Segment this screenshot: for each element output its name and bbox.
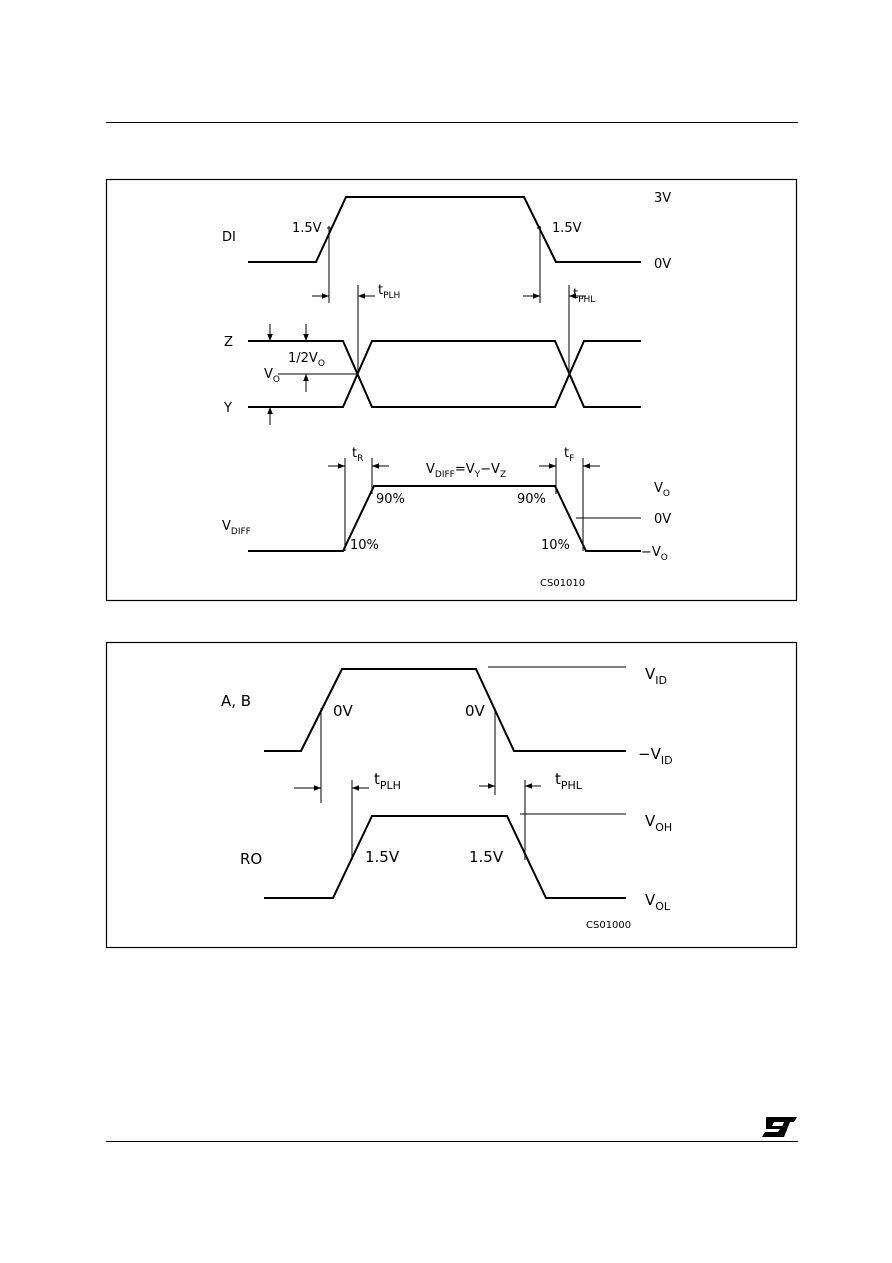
ro-label: RO	[240, 850, 262, 868]
y-label: Y	[223, 401, 232, 416]
ro-waveform	[264, 815, 626, 899]
z-waveform	[248, 340, 641, 408]
vdiff-equation: VDIFF=VY−VZ	[426, 462, 506, 480]
vdiff-label: VDIFF	[222, 519, 251, 537]
zero-left-label: 0V	[333, 702, 354, 720]
vo-right-label: VO	[654, 481, 670, 499]
vo-label: VO	[264, 367, 280, 385]
ab-waveform	[264, 668, 626, 752]
di-mid-label-rise: 1.5V	[292, 221, 322, 236]
di-label: DI	[222, 230, 236, 245]
vol-label: VOL	[645, 891, 671, 913]
half-vo-label: 1/2VO	[288, 351, 325, 369]
di-low-label: 0V	[654, 257, 671, 272]
zero-right-label: 0V	[465, 702, 486, 720]
neg-vo-label: −VO	[641, 545, 668, 563]
figure-driver-timing: DI 1.5V 1.5V 3V 0V tPLH tPHL Z Y 1/2VO V…	[105, 178, 798, 602]
zero-v-label: 0V	[654, 512, 671, 527]
p10-left-label: 10%	[350, 538, 379, 553]
mid-right-label: 1.5V	[469, 848, 504, 866]
figure1-frame	[105, 178, 798, 602]
figure-receiver-timing: A, B 0V 0V VID −VID tPLH tPHL RO 1.5V 1.…	[105, 641, 798, 949]
p10-right-label: 10%	[541, 538, 570, 553]
p90-left-label: 90%	[376, 492, 405, 507]
tphl-label: tPHL	[573, 287, 595, 305]
mid-left-label: 1.5V	[365, 848, 400, 866]
p90-right-label: 90%	[517, 492, 546, 507]
vdiff-waveform	[248, 485, 641, 552]
tphl2-label: tPHL	[555, 770, 583, 792]
figure2-frame	[105, 641, 798, 949]
figure2-code: CS01000	[586, 920, 631, 931]
tr-label: tR	[352, 446, 363, 464]
z-label: Z	[224, 335, 233, 350]
header-rule	[106, 122, 798, 123]
di-waveform	[248, 196, 641, 263]
ab-label: A, B	[221, 692, 251, 710]
di-high-label: 3V	[654, 191, 671, 206]
footer-rule	[106, 1141, 798, 1142]
tplh-label: tPLH	[378, 283, 400, 301]
vid-label: VID	[645, 665, 667, 687]
neg-vid-label: −VID	[638, 745, 673, 767]
di-mid-label-fall: 1.5V	[552, 221, 582, 236]
st-logo-icon	[762, 1117, 797, 1137]
voh-label: VOH	[645, 812, 672, 834]
y-waveform	[248, 340, 641, 408]
figure1-code: CS01010	[540, 578, 585, 589]
tf-label: tF	[564, 446, 574, 464]
tplh2-label: tPLH	[374, 770, 401, 792]
